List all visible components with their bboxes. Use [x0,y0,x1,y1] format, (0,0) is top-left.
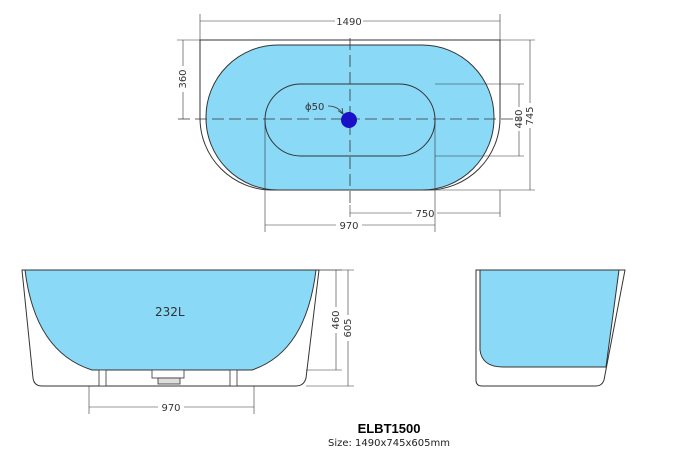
inner-length-dimension-label: 970 [339,221,358,232]
drain-hole [341,112,357,128]
drain-leader [327,105,343,114]
water-depth-dimension-label: 460 [331,310,342,329]
base-length-dimension-label: 970 [161,403,180,414]
tub-side-water [479,269,620,368]
top-view: ϕ50 1490 360 745 480 750 [177,14,536,232]
drain-diameter-label: ϕ50 [305,102,324,113]
side-view [475,269,626,387]
waste-assembly [151,369,185,379]
right-foot [229,369,238,387]
width-dimension-label: 745 [525,106,536,125]
inner-width-dimension-label: 480 [514,109,525,128]
size-specification: Size: 1490x745x605mm [327,438,451,449]
offset-dimension-label: 360 [178,69,189,88]
model-name: ELBT1500 [357,421,421,436]
length-dimension-label: 1490 [336,17,361,28]
tub-front-water [24,269,317,371]
volume-label: 232L [155,305,185,319]
front-view: 232L 460 605 970 [21,269,354,414]
height-dimension-label: 605 [343,318,354,337]
left-foot [98,369,107,387]
drain-span-dimension-label: 750 [415,209,434,220]
